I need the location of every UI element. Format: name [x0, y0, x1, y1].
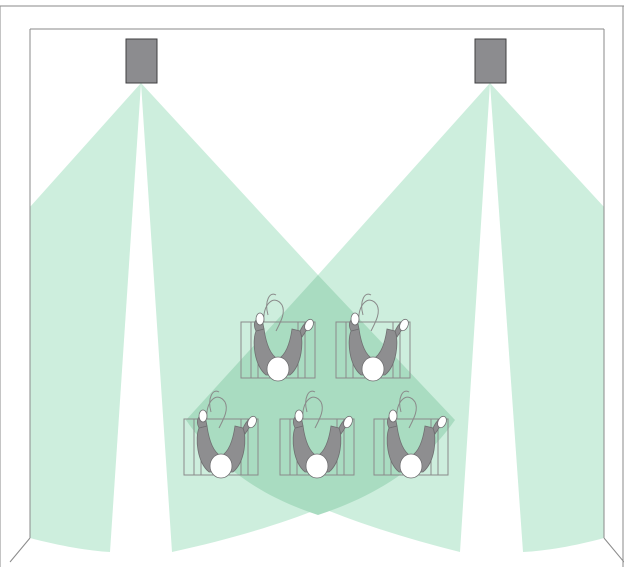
- seated-person-icon: [253, 312, 314, 382]
- speaker-right: [474, 38, 507, 84]
- left-coverage-lobe-left: [30, 83, 141, 552]
- person-head: [399, 453, 423, 479]
- seated-person-icon: [386, 409, 447, 479]
- person-head: [266, 356, 290, 382]
- speaker-left: [125, 38, 158, 84]
- chair-outline: [335, 293, 411, 379]
- seated-person-icon: [292, 409, 353, 479]
- person-5: [373, 390, 449, 479]
- audience-group: [183, 293, 449, 479]
- person-head: [361, 356, 385, 382]
- ceiling-speaker-icon: [474, 38, 507, 84]
- person-2: [335, 293, 411, 382]
- right-coverage-lobe-right: [490, 83, 604, 552]
- person-head: [209, 453, 233, 479]
- room-outline: [0, 5, 624, 567]
- seated-person-icon: [196, 409, 257, 479]
- person-1: [240, 293, 316, 382]
- person-head: [305, 453, 329, 479]
- person-4: [279, 390, 355, 479]
- ceiling-speaker-icon: [125, 38, 158, 84]
- coverage-overlap-zone: [186, 275, 455, 515]
- room-left-floor-corner: [9, 537, 31, 563]
- seated-person-icon: [348, 312, 409, 382]
- room-right-floor-corner: [603, 537, 624, 563]
- person-3: [183, 390, 259, 479]
